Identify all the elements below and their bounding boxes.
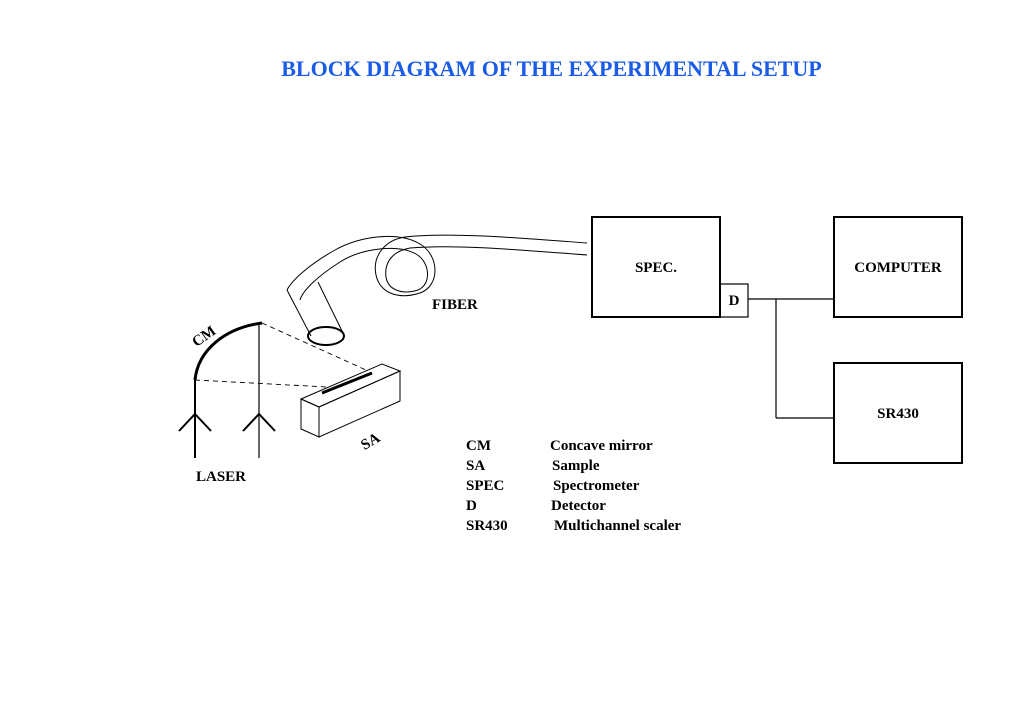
concave-mirror: [193, 321, 263, 381]
legend-abbr: SA: [466, 458, 485, 474]
spec-label: SPEC.: [635, 260, 677, 276]
sr430-block: [833, 362, 963, 464]
sr430-label: SR430: [877, 406, 919, 422]
sa-label: SA: [358, 430, 383, 454]
laser-arrows: [178, 380, 276, 458]
spec-block: [591, 216, 721, 318]
optical-paths: [194, 322, 367, 388]
laser-label: LASER: [196, 469, 246, 485]
legend-desc: Concave mirror: [550, 438, 653, 454]
legend-desc: Spectrometer: [553, 478, 640, 494]
fiber-cable: [286, 234, 588, 346]
cm-label: CM: [190, 323, 220, 350]
legend-abbr: D: [466, 498, 477, 514]
legend-abbr: SPEC: [466, 478, 504, 494]
page-title: BLOCK DIAGRAM OF THE EXPERIMENTAL SETUP: [281, 56, 822, 81]
fiber-label: FIBER: [432, 297, 478, 313]
legend-abbr: CM: [466, 438, 491, 454]
legend-desc: Sample: [552, 458, 600, 474]
legend-desc: Multichannel scaler: [554, 518, 681, 534]
detector-block: [719, 283, 749, 318]
legend-abbr: SR430: [466, 518, 508, 534]
detector-label: D: [729, 293, 740, 309]
sample-block: [299, 363, 402, 438]
legend-desc: Detector: [551, 498, 606, 514]
computer-block: [833, 216, 963, 318]
computer-label: COMPUTER: [854, 260, 942, 276]
legend: CM Concave mirror SA Sample SPEC Spectro…: [466, 438, 681, 534]
connection-wires: [748, 298, 834, 419]
